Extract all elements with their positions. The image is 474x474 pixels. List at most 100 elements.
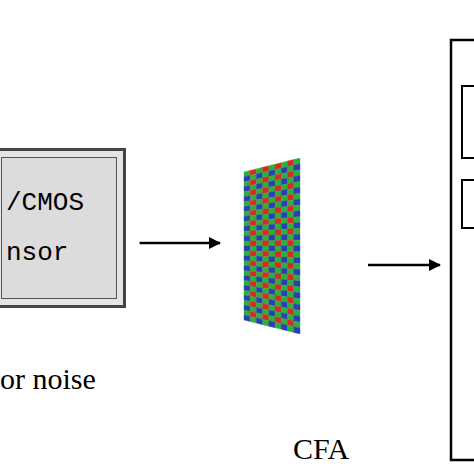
filter-cell	[256, 256, 262, 261]
filter-cell	[263, 203, 269, 209]
filter-cell	[256, 241, 262, 246]
filter-cell	[244, 266, 250, 271]
filter-cell	[269, 267, 275, 273]
filter-cell	[250, 236, 256, 241]
filter-cell	[269, 246, 275, 251]
filter-cell	[263, 209, 269, 215]
filter-cell	[288, 286, 294, 292]
filter-cell	[256, 318, 262, 325]
filter-cell	[288, 211, 294, 217]
sensor-box: /CMOS nsoror noise	[0, 148, 126, 308]
filter-cell	[256, 267, 262, 273]
filter-cell	[275, 196, 281, 202]
filter-cell	[269, 224, 275, 230]
filter-cell	[288, 274, 294, 280]
filter-cell	[263, 225, 269, 231]
filter-cell	[275, 322, 281, 329]
flow-arrow	[140, 242, 220, 245]
filter-cell	[263, 246, 269, 251]
filter-cell	[275, 284, 281, 290]
filter-cell	[275, 246, 281, 252]
filter-cell	[244, 211, 250, 217]
filter-cell	[294, 281, 300, 287]
filter-cell	[244, 241, 250, 246]
filter-cell	[250, 317, 256, 324]
filter-cell	[263, 251, 269, 256]
filter-cell	[275, 257, 281, 263]
filter-cell	[281, 285, 287, 291]
filter-cell	[244, 206, 250, 212]
filter-cell	[288, 229, 294, 235]
filter-cell	[269, 197, 275, 203]
filter-cell	[269, 321, 275, 328]
filter-cell	[275, 279, 281, 285]
filter-cell	[256, 220, 262, 226]
filter-cell	[294, 211, 300, 217]
filter-cell	[244, 246, 250, 251]
filter-cell	[250, 276, 256, 282]
filter-cell	[288, 252, 294, 258]
filter-cell	[263, 267, 269, 273]
filter-cell	[263, 235, 269, 240]
filter-cell	[288, 194, 294, 201]
inner-box-outline	[462, 86, 474, 158]
filter-cell	[269, 257, 275, 263]
filter-cell	[275, 213, 281, 219]
filter-cell	[256, 277, 262, 283]
filter-cell	[281, 223, 287, 229]
filter-cell	[288, 223, 294, 229]
filter-cell	[294, 217, 300, 223]
filter-cell	[244, 251, 250, 256]
filter-cell	[294, 263, 300, 269]
filter-cell	[263, 319, 269, 326]
filter-cell	[269, 241, 275, 246]
filter-cell	[281, 235, 287, 241]
filter-cell	[244, 256, 250, 261]
filter-cell	[275, 218, 281, 224]
cfa-label: CFA	[293, 432, 349, 466]
filter-cell	[288, 234, 294, 240]
filter-cell	[294, 327, 300, 334]
filter-cell	[281, 212, 287, 218]
filter-cell	[244, 315, 250, 321]
filter-cell	[250, 210, 256, 216]
filter-cell	[275, 268, 281, 274]
filter-cell	[250, 251, 256, 256]
filter-cell	[256, 225, 262, 231]
filter-cell	[288, 280, 294, 286]
inner-box-outline	[462, 180, 474, 228]
process-box-outline	[451, 40, 474, 460]
filter-cell	[294, 223, 300, 229]
filter-cell	[281, 246, 287, 252]
filter-cell	[250, 246, 256, 251]
cfa-filter: CFA	[240, 158, 302, 334]
filter-cell	[244, 236, 250, 241]
filter-cell	[294, 193, 300, 200]
filter-cell	[281, 252, 287, 258]
filter-cell	[294, 292, 300, 299]
filter-cell	[263, 214, 269, 220]
filter-cell	[250, 220, 256, 226]
filter-cell	[244, 271, 250, 277]
filter-cell	[263, 230, 269, 236]
filter-cell	[250, 271, 256, 277]
filter-cell	[256, 230, 262, 235]
filter-cell	[294, 252, 300, 258]
filter-cell	[256, 209, 262, 215]
filter-cell	[275, 273, 281, 279]
filter-cell	[244, 216, 250, 222]
filter-cell	[269, 235, 275, 241]
filter-cell	[281, 274, 287, 280]
filter-cell	[250, 205, 256, 211]
filter-cell	[281, 263, 287, 269]
filter-cell	[256, 215, 262, 221]
filter-cell	[288, 325, 294, 332]
filter-cell	[256, 199, 262, 205]
filter-cell	[263, 241, 269, 246]
filter-cell	[294, 246, 300, 252]
filter-cell	[294, 240, 300, 246]
filter-cell	[275, 262, 281, 268]
filter-cell	[250, 231, 256, 236]
filter-cell	[275, 235, 281, 241]
cfa-pattern	[240, 158, 302, 334]
